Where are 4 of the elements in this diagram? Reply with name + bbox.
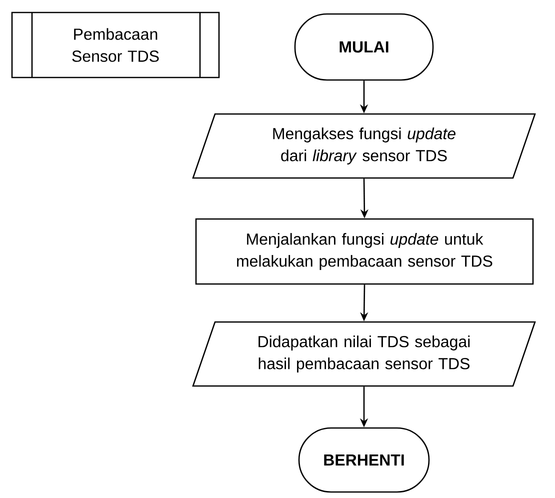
predefined-process-box: Pembacaan Sensor TDS bbox=[11, 12, 220, 78]
input-output-parallelogram: Didapatkan nilai TDS sebagai hasil pembacaan sensor TDS bbox=[192, 321, 536, 387]
process-box: Menjalankan fungsi update untuk melakukan pembacaan sensor TDS bbox=[195, 218, 534, 285]
input-output-parallelogram: Mengakses fungsi update dari library sensor TDS bbox=[192, 113, 536, 179]
